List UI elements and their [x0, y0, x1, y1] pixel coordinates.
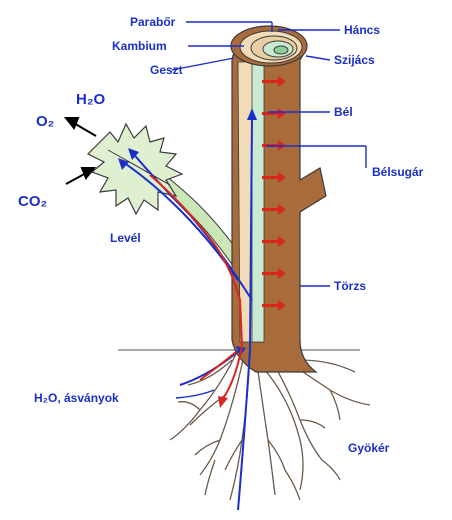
trunk-pith	[252, 62, 264, 342]
label-kambium: Kambium	[112, 39, 167, 53]
label-belsugar: Bélsugár	[372, 165, 424, 179]
label-szijacs: Szijács	[334, 53, 375, 67]
label-gyoker: Gyökér	[348, 441, 390, 455]
label-parabor: Parabőr	[130, 15, 176, 29]
chem-co2: CO₂	[18, 193, 47, 210]
chem-h2o: H₂O	[76, 91, 105, 108]
label-hancs: Háncs	[344, 23, 380, 37]
leaf-blade	[88, 124, 182, 214]
chem-o2: O₂	[36, 113, 54, 130]
label-torzs: Törzs	[334, 279, 366, 293]
label-geszt: Geszt	[150, 63, 183, 77]
label-level: Levél	[110, 231, 141, 245]
label-bel: Bél	[334, 105, 353, 119]
label-ground-input: H₂O, ásványok	[34, 391, 119, 405]
